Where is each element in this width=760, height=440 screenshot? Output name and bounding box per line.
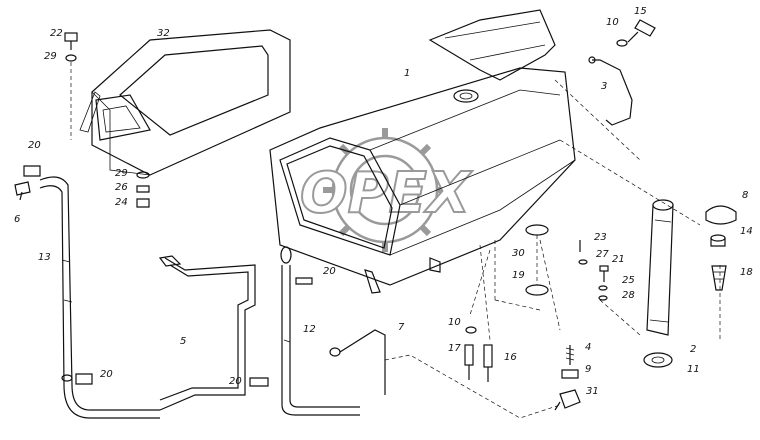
callout-17: 17 — [448, 343, 461, 354]
callout-18: 18 — [740, 267, 753, 278]
callout-20-lower-left: 20 — [100, 369, 113, 380]
part-32-cover-box — [79, 29, 291, 176]
leader-lines — [469, 79, 721, 341]
part-28-nut — [598, 295, 608, 301]
callout-23: 23 — [594, 232, 607, 243]
part-20-clamp-left-upper — [23, 165, 41, 177]
callout-29-lower: 29 — [115, 168, 128, 179]
callout-11: 11 — [687, 364, 700, 375]
callout-16: 16 — [504, 352, 517, 363]
part-5-pipe — [158, 255, 256, 411]
callout-26: 26 — [115, 182, 128, 193]
part-16-sensor — [483, 344, 493, 382]
callout-10-top: 10 — [606, 17, 619, 28]
pipe-fitting — [588, 56, 596, 64]
callout-25: 25 — [622, 275, 635, 286]
part-3-pipe — [592, 59, 633, 126]
clamp-ring — [61, 374, 73, 382]
callout-21: 21 — [612, 254, 625, 265]
callout-5: 5 — [180, 336, 186, 347]
part-30-flange — [525, 224, 549, 236]
callout-19: 19 — [512, 270, 525, 281]
part-13-hose — [39, 176, 160, 419]
callout-24: 24 — [115, 197, 128, 208]
callout-8: 8 — [742, 190, 748, 201]
part-22-bolt — [64, 32, 78, 50]
part-29-washer — [65, 54, 77, 62]
watermark-text: OPEX — [300, 161, 473, 226]
part-14-strainer-ring — [710, 234, 726, 247]
part-6-fitting — [14, 181, 31, 201]
callout-4: 4 — [585, 342, 591, 353]
callout-3: 3 — [601, 81, 607, 92]
callout-15: 15 — [634, 6, 647, 17]
callout-13: 13 — [38, 252, 51, 263]
callout-29-top: 29 — [44, 51, 57, 62]
part-20-clamp-left-lower — [75, 373, 93, 385]
callout-20-upper-left: 20 — [28, 140, 41, 151]
part-7-pipe — [329, 329, 386, 395]
callout-27: 27 — [596, 249, 609, 260]
callout-7: 7 — [398, 322, 405, 333]
part-17-drain-plug — [464, 344, 474, 380]
part-15-bolt — [627, 19, 656, 43]
callout-6: 6 — [14, 214, 20, 225]
part-2-filler-neck — [643, 199, 674, 368]
callout-labels: 1 2 3 4 5 6 7 8 9 10 10 11 12 13 14 15 1… — [14, 6, 753, 397]
callout-10: 10 — [448, 317, 461, 328]
part-10-washer — [465, 326, 477, 334]
callout-28: 28 — [622, 290, 635, 301]
callout-32: 32 — [157, 28, 170, 39]
part-4-stud — [565, 345, 575, 365]
callout-20-lower-mid: 20 — [229, 376, 242, 387]
part-19-flange — [525, 284, 549, 296]
tank-top-bracket — [428, 9, 556, 81]
part-10-washer-top — [616, 39, 628, 47]
callout-30: 30 — [512, 248, 525, 259]
callout-31: 31 — [586, 386, 599, 397]
part-31-valve — [554, 389, 581, 411]
part-25-washer — [598, 285, 608, 291]
part-20-clamp-lower — [249, 377, 269, 387]
part-9-nut — [561, 369, 579, 379]
nut-stack-29-26-24 — [136, 171, 150, 208]
part-21-bolt — [599, 265, 609, 282]
callout-1: 1 — [404, 68, 410, 79]
part-18-strainer — [711, 265, 727, 291]
part-8-filler-cap — [705, 205, 737, 225]
callout-2: 2 — [690, 344, 696, 355]
part-12-hose — [280, 246, 360, 416]
callout-12: 12 — [303, 324, 316, 335]
part-1-fuel-tank — [269, 67, 576, 294]
opex-watermark: OPEX — [299, 128, 474, 252]
callout-14: 14 — [740, 226, 753, 237]
callout-20-upper-mid: 20 — [323, 266, 336, 277]
part-27-washer — [578, 259, 588, 265]
part-20-clamp-upper — [295, 277, 313, 285]
callout-22: 22 — [50, 28, 63, 39]
callout-9: 9 — [585, 364, 591, 375]
